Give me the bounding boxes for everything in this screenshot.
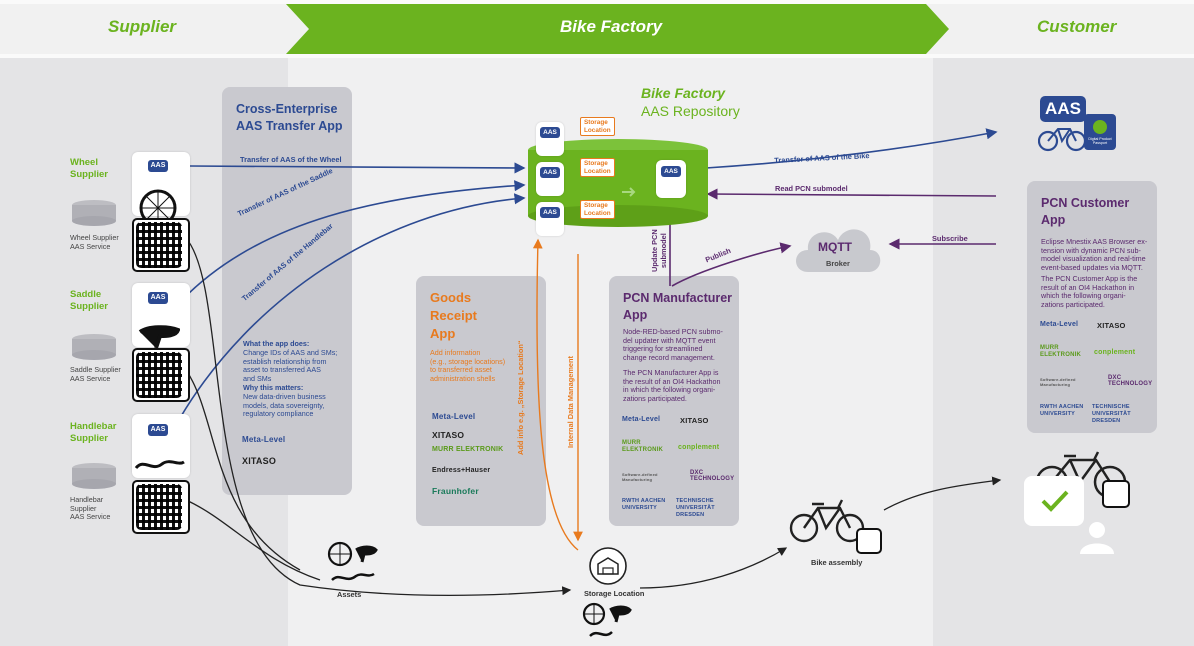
- aas-icon: AAS: [1040, 96, 1086, 122]
- meta-level-logo: Meta-Level: [432, 412, 476, 421]
- read-pcn-label: Read PCN submodel: [775, 184, 848, 193]
- bike-icon: [1038, 128, 1086, 152]
- saddle-service-label: Saddle Supplier AAS Service: [70, 365, 121, 383]
- storage-location-icon: [589, 547, 627, 585]
- database-icon: [72, 463, 116, 489]
- handlebar-qr-code[interactable]: [132, 480, 190, 534]
- transfer-wheel-label: Transfer of AAS of the Wheel: [240, 155, 342, 164]
- pcn-customer-body-2: The PCN Customer App is the result of an…: [1041, 274, 1138, 309]
- handlebar-icon: [134, 460, 185, 470]
- rwth-logo: RWTH AACHEN UNIVERSITY: [622, 498, 666, 511]
- sdm-logo: Software-defined Manufacturing: [1040, 377, 1076, 387]
- pcn-manufacturer-title: PCN Manufacturer App: [623, 291, 733, 322]
- repository-title-2: AAS Repository: [641, 103, 740, 119]
- aas-icon: AAS: [540, 167, 560, 178]
- murr-logo: MURR ELEKTRONIK: [622, 440, 663, 453]
- pcn-manufacturer-body-1: Node-RED-based PCN submo- del updater wi…: [623, 327, 723, 362]
- sdm-logo: Software-defined Manufacturing: [622, 472, 658, 482]
- dxc-logo: DXC TECHNOLOGY: [1108, 375, 1153, 387]
- customer-header: Customer: [1037, 17, 1117, 36]
- storage-slot-3: Storage Location: [580, 200, 615, 219]
- wheel-service-label: Wheel Supplier AAS Service: [70, 233, 119, 251]
- aas-icon: AAS: [540, 127, 560, 138]
- subscribe-label: Subscribe: [932, 234, 968, 243]
- storage-slot-2: Storage Location: [580, 158, 615, 177]
- conplement-logo: conplement: [678, 444, 720, 451]
- wheel-supplier-label: Wheel Supplier: [70, 157, 109, 180]
- factory-header-arrow: [286, 4, 949, 54]
- cloud-icon: [796, 229, 881, 272]
- database-icon: [72, 200, 116, 226]
- repository-title-1: Bike Factory: [641, 85, 726, 101]
- pcn-customer-body-1: Eclipse Mnestix AAS Browser ex- tension …: [1041, 237, 1148, 272]
- xitaso-logo: XITASO: [242, 456, 277, 466]
- mqtt-name: MQTT: [818, 240, 852, 254]
- saddle-supplier-label: Saddle Supplier: [70, 289, 109, 312]
- supplier-header: Supplier: [108, 17, 177, 36]
- wheel-qr-code[interactable]: [132, 218, 190, 272]
- assets-label: Assets: [337, 590, 362, 599]
- assembly-qr-code[interactable]: [856, 528, 882, 554]
- transfer-what-body: Change IDs of AAS and SMs; establish rel…: [243, 348, 338, 383]
- aas-icon: AAS: [148, 292, 168, 304]
- aas-icon: AAS: [148, 424, 168, 436]
- goods-receipt-body: Add information (e.g., storage locations…: [430, 348, 506, 383]
- check-icon: [1041, 490, 1069, 512]
- saddle-icon: [138, 325, 180, 349]
- handlebar-supplier-label: Handlebar Supplier: [70, 421, 117, 444]
- murr-logo: MURR ELEKTRONIK: [1040, 345, 1081, 358]
- aas-icon: AAS: [661, 166, 681, 177]
- aas-icon: AAS: [540, 207, 560, 218]
- xitaso-logo: XITASO: [432, 430, 465, 440]
- aas-icon: AAS: [148, 160, 168, 172]
- bike-qr-code[interactable]: [1102, 480, 1130, 508]
- bike-assembly-label: Bike assembly: [811, 558, 863, 567]
- goods-receipt-panel: [416, 276, 546, 526]
- meta-level-logo: Meta-Level: [1040, 321, 1079, 328]
- dxc-logo: DXC TECHNOLOGY: [690, 470, 735, 482]
- pcn-manufacturer-panel: [609, 276, 739, 526]
- add-info-label: Add info e.g. „Storage Location“: [516, 340, 525, 455]
- assets-icon: [327, 541, 378, 581]
- tu-dresden-logo: TECHNISCHE UNIVERSITÄT DRESDEN: [1092, 404, 1131, 424]
- handlebar-service-label: Handlebar Supplier AAS Service: [70, 495, 111, 522]
- pcn-manufacturer-body-2: The PCN Manufacturer App is the result o…: [623, 368, 721, 403]
- update-pcn-label: Update PCN submodel: [650, 229, 668, 272]
- fraunhofer-logo: Fraunhofer: [432, 486, 479, 496]
- tu-dresden-logo: TECHNISCHE UNIVERSITÄT DRESDEN: [676, 498, 715, 518]
- xitaso-logo: XITASO: [680, 416, 709, 425]
- transfer-app-title: Cross-Enterprise AAS Transfer App: [236, 102, 343, 133]
- transfer-why-head: Why this matters:: [243, 383, 304, 392]
- meta-level-logo: Meta-Level: [622, 416, 661, 423]
- storage-location-label: Storage Location: [584, 589, 645, 598]
- pcn-customer-title: PCN Customer App: [1041, 196, 1130, 227]
- goods-receipt-title: Goods Receipt App: [430, 290, 477, 341]
- transfer-app-panel: [222, 87, 352, 495]
- transfer-what-head: What the app does:: [243, 339, 310, 348]
- dpp-label: Digital Product Passport: [1088, 137, 1112, 146]
- storage-slot-1: Storage Location: [580, 117, 615, 136]
- saddle-qr-code[interactable]: [132, 348, 190, 402]
- pcn-customer-panel: [1027, 181, 1157, 433]
- transfer-why-body: New data-driven business models, data so…: [243, 392, 326, 419]
- dpp-green-dot: [1093, 120, 1107, 134]
- database-icon: [72, 334, 116, 360]
- factory-header: Bike Factory: [560, 17, 663, 36]
- person-icon: [1080, 522, 1114, 554]
- conplement-logo: conplement: [1094, 349, 1136, 356]
- mqtt-broker: Broker: [826, 259, 850, 268]
- speech-bubble: [1024, 476, 1084, 526]
- endress-hauser-logo: Endress+Hauser: [432, 467, 491, 474]
- rwth-logo: RWTH AACHEN UNIVERSITY: [1040, 404, 1084, 417]
- assets-icon: [582, 602, 632, 637]
- xitaso-logo: XITASO: [1097, 321, 1126, 330]
- meta-level-logo: Meta-Level: [242, 435, 286, 444]
- murr-logo: MURR ELEKTRONIK: [432, 446, 504, 453]
- internal-data-label: Internal Data Management: [566, 356, 575, 448]
